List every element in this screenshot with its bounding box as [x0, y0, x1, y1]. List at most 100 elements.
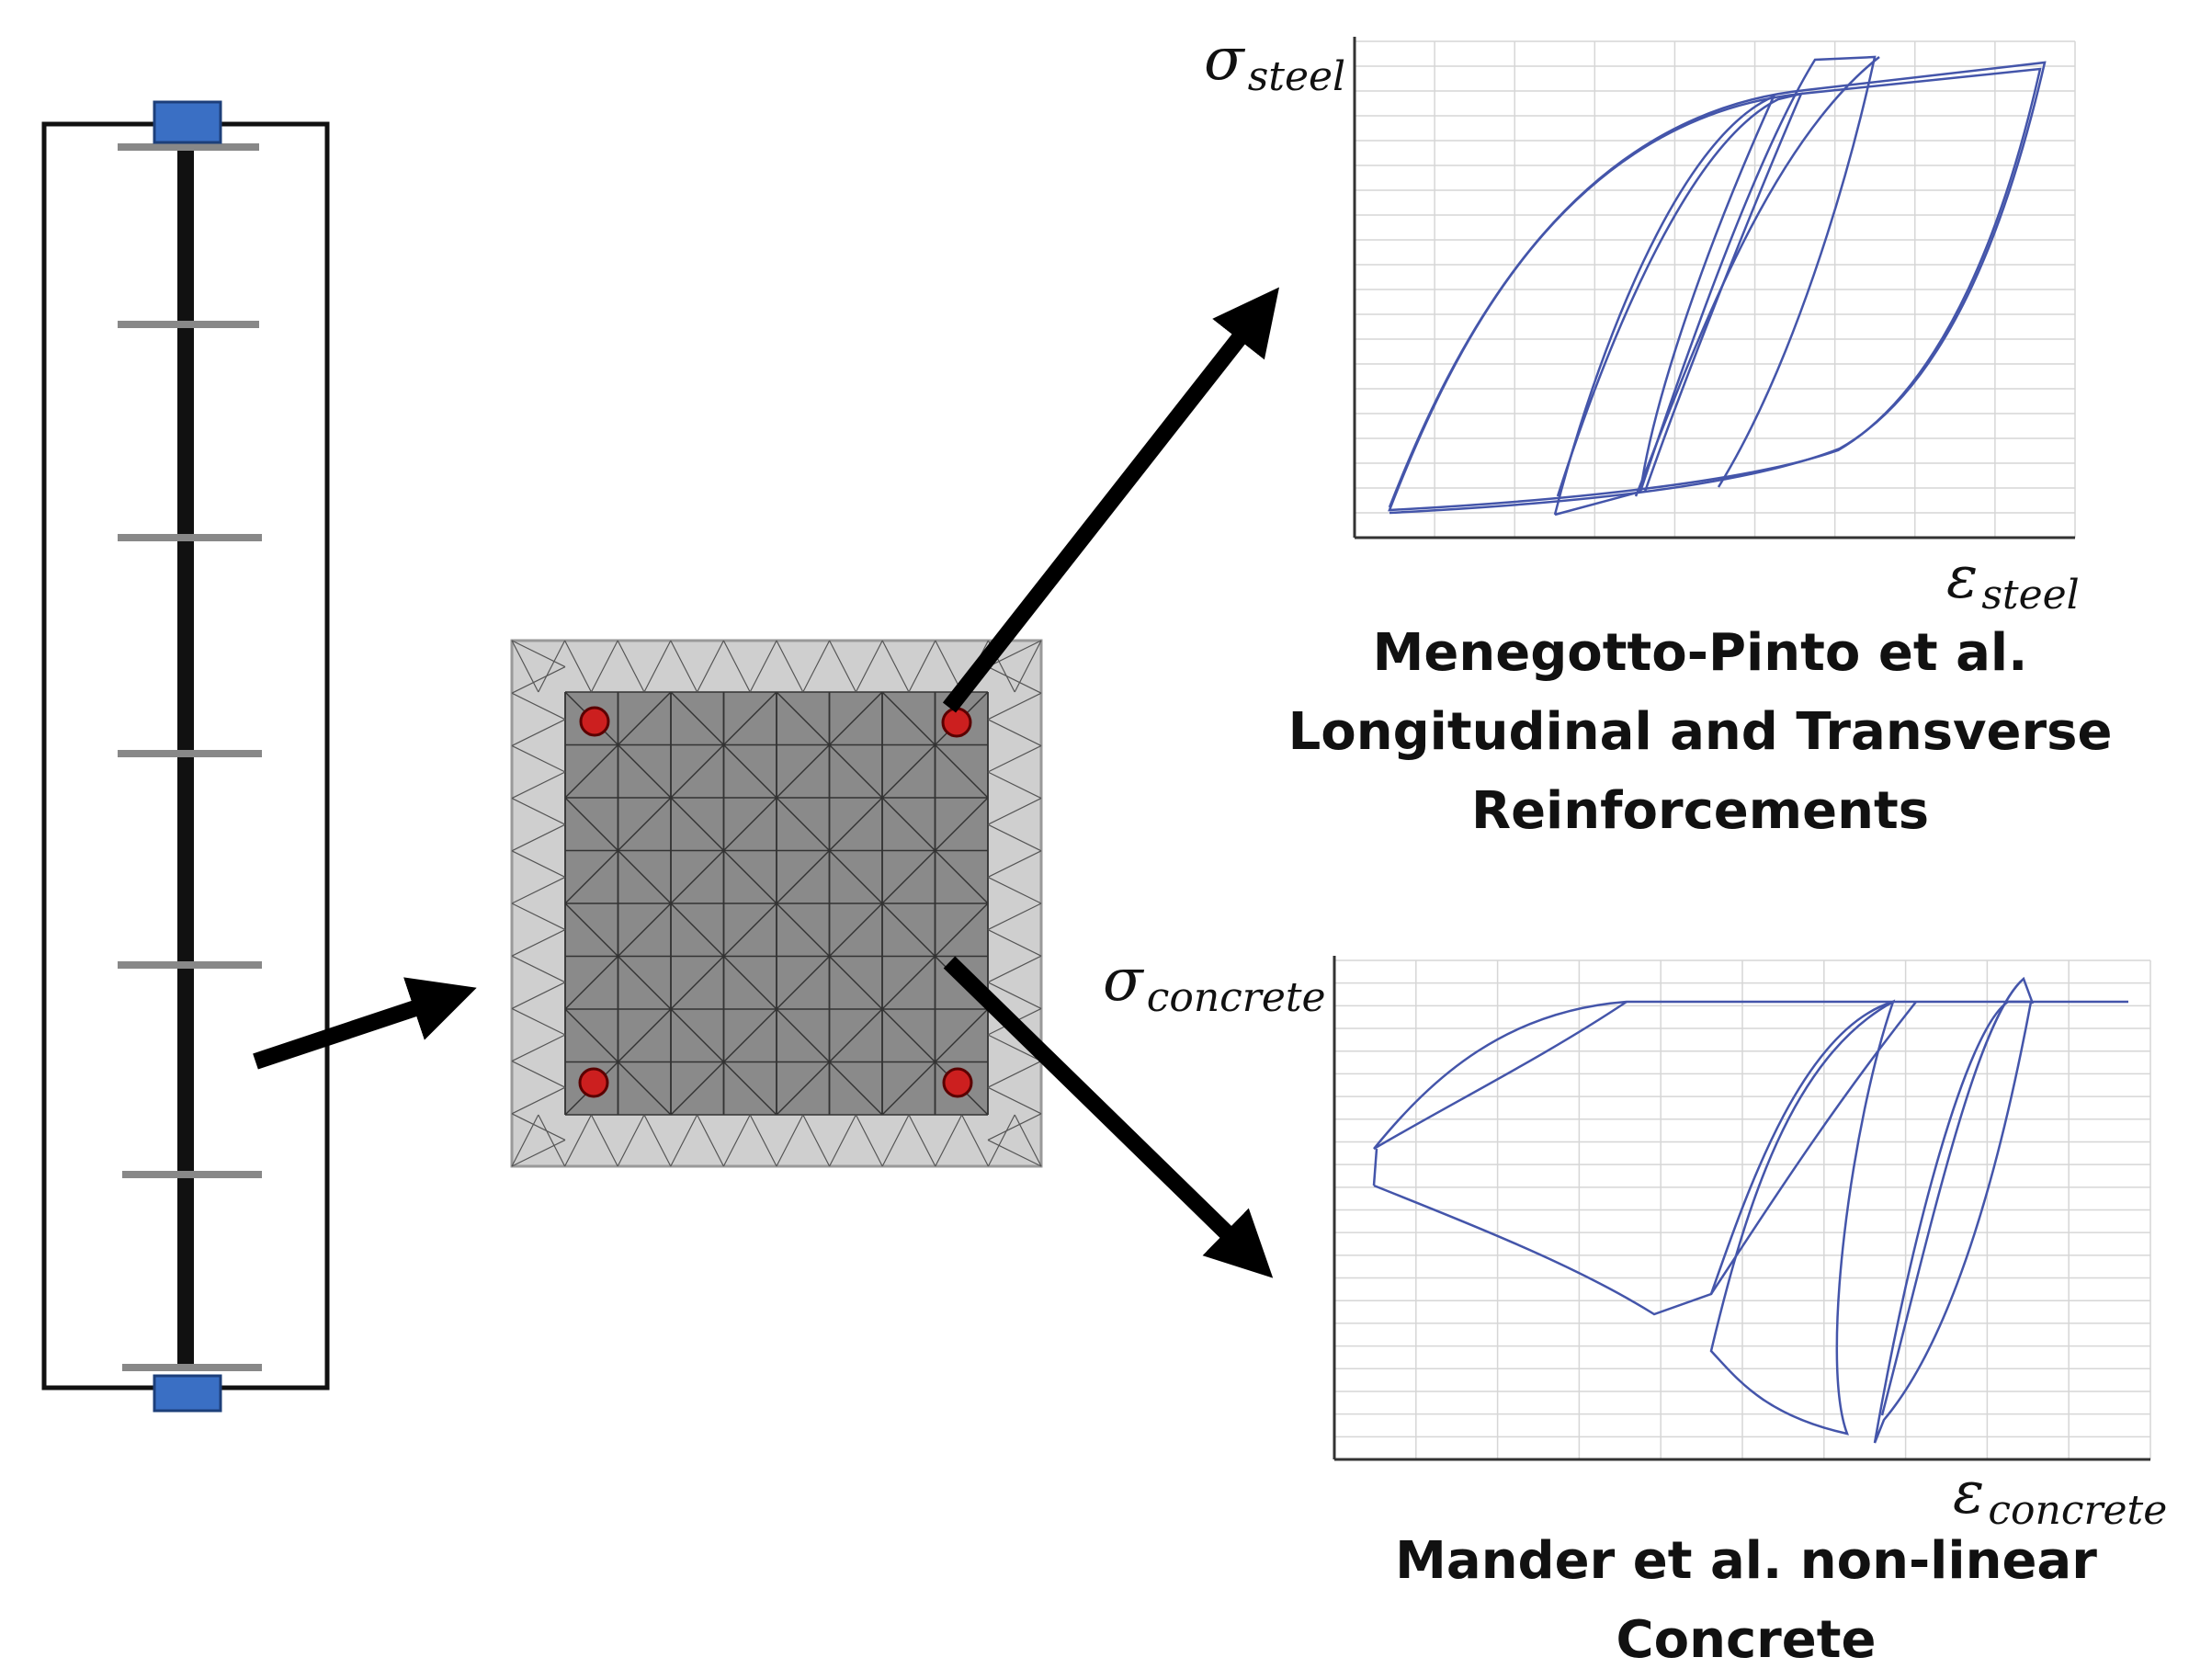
concrete-model-title: Mander et al. non-linear Concrete — [1323, 1522, 2169, 1680]
mesh-line — [511, 876, 566, 904]
concrete-branch-5 — [1709, 1001, 1917, 1295]
mesh-line — [855, 1114, 883, 1167]
rebar-bottom-right — [942, 1067, 973, 1098]
mesh-line — [511, 823, 566, 852]
mesh-line — [829, 902, 883, 957]
mesh-line — [829, 744, 883, 799]
mesh-line — [935, 1008, 989, 1062]
mesh-line — [881, 691, 936, 745]
steel-branch-5 — [1639, 55, 1877, 493]
concrete-title-line-1: Mander et al. non-linear — [1395, 1531, 2097, 1591]
mesh-line — [829, 1008, 883, 1062]
mesh-line — [511, 640, 566, 668]
mesh-line — [722, 640, 751, 693]
mesh-line — [538, 640, 566, 693]
mesh-line — [935, 902, 989, 957]
mesh-line — [987, 902, 1042, 931]
mesh-line — [829, 956, 883, 1010]
arrow-to-concrete-plot — [943, 956, 1274, 1278]
mesh-line — [987, 850, 1042, 878]
mesh-line — [564, 902, 618, 957]
mesh-line — [564, 640, 592, 693]
mesh-line — [511, 1139, 566, 1167]
mesh-line — [511, 798, 566, 825]
mesh-line — [511, 692, 566, 721]
mesh-line — [987, 1086, 1042, 1115]
mesh-line — [987, 1139, 1042, 1167]
steel-model-title: Menegotto-Pinto et al. Longitudinal and … — [1268, 614, 2132, 851]
steel-branch-2 — [1388, 61, 2047, 515]
mesh-line — [987, 823, 1042, 852]
concrete-branch-4 — [1372, 1148, 1378, 1186]
concrete-branch-8 — [1880, 976, 2035, 1416]
mesh-line — [776, 1061, 830, 1116]
concrete-branch-1 — [1373, 1000, 2128, 1150]
mesh-line — [511, 902, 566, 931]
mesh-line — [881, 902, 936, 957]
mesh-line — [590, 1114, 618, 1167]
mesh-line — [776, 902, 830, 957]
mesh-line — [935, 850, 989, 904]
mesh-line — [670, 797, 724, 851]
mesh-line — [881, 850, 936, 904]
mesh-line — [987, 955, 1042, 983]
mesh-line — [723, 1061, 777, 1116]
mesh-line — [723, 850, 777, 904]
mesh-line — [564, 1008, 618, 1062]
mesh-line — [697, 1114, 724, 1167]
mesh-line — [908, 640, 936, 693]
mesh-line — [802, 640, 831, 693]
concrete-branch-6 — [1709, 999, 1896, 1436]
mesh-line — [618, 1008, 672, 1062]
mesh-line — [618, 902, 672, 957]
mesh-line — [829, 1114, 856, 1167]
mesh-line — [618, 850, 672, 904]
mesh-line — [935, 744, 989, 799]
sigma-steel-label: σsteel — [1204, 26, 1346, 100]
mesh-line — [829, 797, 883, 851]
mesh-line — [829, 640, 856, 693]
mesh-line — [670, 902, 724, 957]
mesh-line — [776, 640, 804, 693]
mesh-line — [987, 929, 1042, 957]
mesh-line — [723, 1008, 777, 1062]
mesh-line — [987, 744, 1042, 773]
section-mesh — [511, 640, 1042, 1167]
mesh-line — [670, 1114, 698, 1167]
mesh-line — [881, 1008, 936, 1062]
mesh-line — [564, 797, 618, 851]
mesh-line — [590, 640, 618, 693]
sigma-concrete-label: σconcrete — [1103, 947, 1326, 1021]
mesh-line — [511, 982, 566, 1009]
mesh-line — [511, 771, 566, 800]
mesh-line — [670, 956, 724, 1010]
steel-branch-6 — [1634, 56, 1880, 497]
concrete-branch-7 — [1873, 1000, 2033, 1444]
mesh-line — [987, 640, 1042, 668]
rebar-top-right — [941, 707, 972, 738]
mesh-line — [935, 797, 989, 851]
mesh-line — [987, 982, 1042, 1009]
concrete-branch-3 — [1373, 1000, 1894, 1316]
concrete-title-line-2: Concrete — [1616, 1610, 1877, 1670]
mesh-line — [987, 1061, 1042, 1088]
mesh-line — [670, 1061, 724, 1116]
mesh-line — [511, 719, 566, 746]
mesh-line — [697, 640, 724, 693]
mesh-line — [1014, 640, 1042, 693]
steel-branch-4 — [1553, 94, 1776, 516]
mesh-line — [881, 797, 936, 851]
concrete-hysteresis-curve — [1372, 976, 2128, 1444]
mesh-line — [723, 902, 777, 957]
mesh-line — [802, 1114, 831, 1167]
mesh-line — [776, 691, 830, 745]
mesh-line — [511, 850, 566, 878]
mesh-line — [776, 850, 830, 904]
steel-title-line-1: Menegotto-Pinto et al. — [1372, 623, 2028, 683]
mesh-line — [987, 1114, 1015, 1167]
mesh-line — [618, 797, 672, 851]
mesh-line — [749, 1114, 777, 1167]
epsilon-steel-label: εsteel — [1946, 544, 2080, 619]
mesh-line — [618, 956, 672, 1010]
